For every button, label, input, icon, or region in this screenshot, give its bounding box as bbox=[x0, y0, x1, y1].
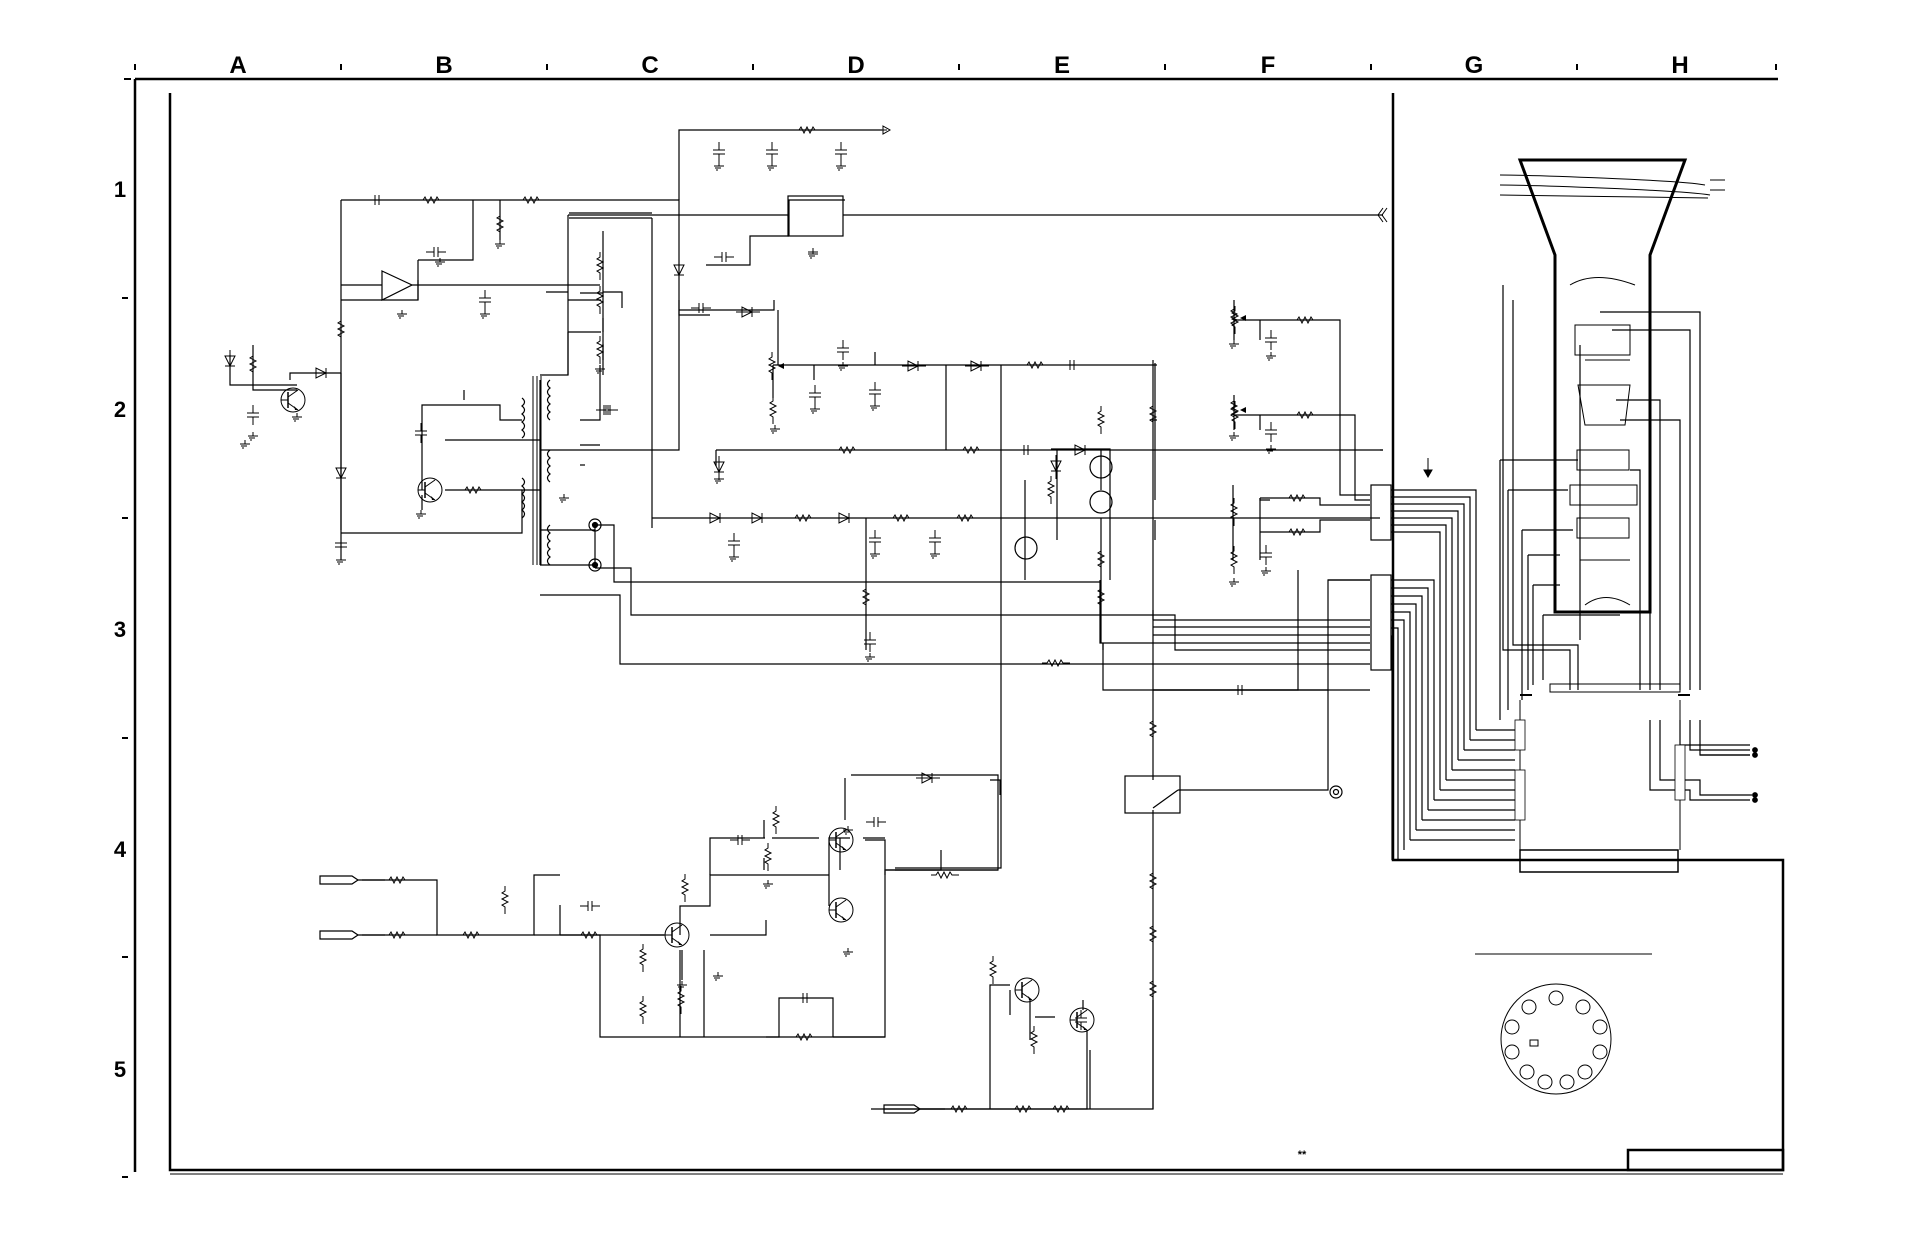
row-label-5: 5 bbox=[114, 1057, 126, 1082]
column-ruler bbox=[124, 64, 1778, 1172]
column-label-a: A bbox=[229, 52, 246, 79]
column-label-c: C bbox=[641, 52, 658, 79]
flyback-transformer bbox=[522, 376, 550, 565]
crt-tube bbox=[1500, 160, 1725, 872]
column-label-b: B bbox=[435, 52, 452, 79]
crt-socket-pins bbox=[1515, 720, 1758, 820]
schematic-marks bbox=[882, 126, 1432, 477]
column-label-e: E bbox=[1054, 52, 1070, 79]
row-labels: 1 2 3 4 5 bbox=[114, 177, 127, 1082]
crt-socket-pin-diagram bbox=[1475, 954, 1652, 1094]
column-label-h: H bbox=[1671, 52, 1688, 79]
note-mark: ** bbox=[1298, 1149, 1307, 1161]
column-label-d: D bbox=[847, 52, 864, 79]
row-label-4: 4 bbox=[114, 837, 127, 862]
row-label-2: 2 bbox=[114, 397, 126, 422]
schematic-blocks bbox=[341, 196, 1383, 813]
row-ruler bbox=[122, 298, 128, 1177]
row-label-1: 1 bbox=[114, 177, 126, 202]
row-label-3: 3 bbox=[114, 617, 126, 642]
op-amp bbox=[382, 271, 412, 300]
column-label-g: G bbox=[1465, 52, 1484, 79]
signal-input-connectors bbox=[320, 876, 945, 1113]
drawing-frame bbox=[170, 93, 1783, 1174]
column-label-f: F bbox=[1261, 52, 1276, 79]
ic-block bbox=[788, 196, 843, 236]
